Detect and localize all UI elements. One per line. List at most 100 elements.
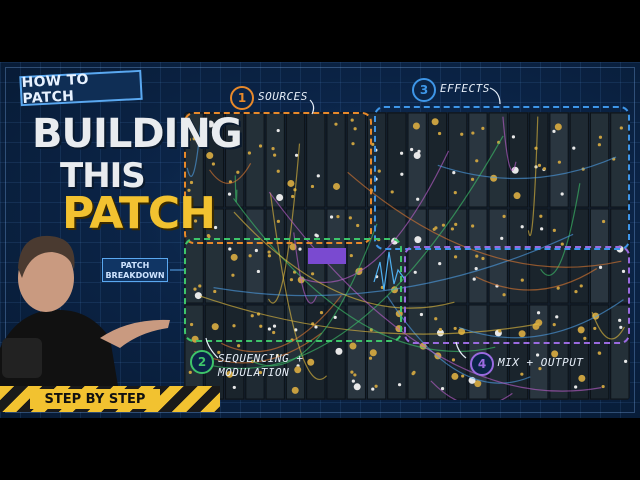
zone-sources xyxy=(184,112,372,244)
module-knob xyxy=(356,223,360,228)
patch-cable xyxy=(233,211,455,309)
thumbnail-canvas: 1 SOURCES 3 EFFECTS 2 SEQUENCING + MODUL… xyxy=(0,62,640,418)
module-knob xyxy=(377,169,381,173)
module-knob xyxy=(551,350,559,358)
module-knob xyxy=(211,323,219,331)
module-knob xyxy=(315,234,319,238)
module-knob xyxy=(474,267,478,271)
zone-mix-output xyxy=(404,246,630,344)
patch-cable xyxy=(199,295,540,335)
patch-cable xyxy=(458,299,624,339)
module-panel xyxy=(549,304,569,400)
module-panel xyxy=(427,304,448,400)
module-knob xyxy=(451,372,459,380)
patch-cable xyxy=(267,143,301,304)
module-knob xyxy=(349,253,353,258)
microphone xyxy=(2,338,42,378)
title-line-2: THIS xyxy=(60,156,146,196)
patch-cable xyxy=(347,171,622,268)
patch-cable xyxy=(527,116,539,237)
module-knob xyxy=(298,247,302,251)
module-knob xyxy=(413,152,421,160)
module-knob xyxy=(228,247,232,251)
module-panel xyxy=(529,112,549,208)
module-panel xyxy=(407,304,427,400)
module-knob xyxy=(621,269,626,273)
module-knob xyxy=(397,383,402,387)
module-knob xyxy=(535,353,540,357)
title-line-3: PATCH xyxy=(62,188,216,239)
section-4-number: 4 xyxy=(470,352,494,376)
patch-cable xyxy=(210,135,504,370)
arrow-sources xyxy=(309,99,315,115)
module-knob xyxy=(368,356,373,360)
module-knob xyxy=(287,179,295,187)
modular-rack xyxy=(184,112,630,400)
module-knob xyxy=(419,312,424,317)
module-knob xyxy=(470,177,475,181)
module-knob xyxy=(351,142,355,146)
module-knob xyxy=(236,170,240,174)
module-knob xyxy=(310,184,315,189)
module-knob xyxy=(187,188,191,192)
module-knob xyxy=(371,387,375,391)
module-knob xyxy=(577,326,585,334)
frame-border xyxy=(5,67,635,413)
module-knob xyxy=(475,254,479,258)
module-knob xyxy=(557,160,561,164)
module-knob xyxy=(579,284,583,288)
module-knob xyxy=(353,383,361,391)
module-panel xyxy=(346,208,366,304)
module-knob xyxy=(227,192,232,196)
module-knob xyxy=(237,344,241,348)
section-1-number: 1 xyxy=(230,86,254,110)
module-knob xyxy=(431,118,439,126)
module-knob xyxy=(411,372,415,376)
module-knob xyxy=(598,265,603,269)
module-knob xyxy=(254,248,258,253)
patch-cable xyxy=(502,116,517,171)
module-knob xyxy=(350,370,354,374)
patch-breakdown-callout: PATCH BREAKDOWN xyxy=(102,258,168,282)
module-knob xyxy=(211,162,216,166)
module-knob xyxy=(593,326,597,331)
section-1-label: SOURCES xyxy=(258,90,308,103)
module-knob xyxy=(474,380,482,388)
module-panel xyxy=(610,304,630,400)
module-knob xyxy=(500,236,504,240)
module-knob xyxy=(432,227,436,231)
module-knob xyxy=(333,182,341,190)
module-knob xyxy=(453,191,457,195)
module-knob xyxy=(271,146,275,151)
module-knob xyxy=(400,172,404,176)
patch-cable xyxy=(591,311,625,340)
module-knob xyxy=(511,135,516,139)
module-knob xyxy=(291,386,299,394)
module-panel xyxy=(387,112,407,208)
module-knob xyxy=(583,336,587,340)
module-knob xyxy=(231,273,235,277)
module-knob xyxy=(438,261,442,266)
module-knob xyxy=(194,292,202,300)
module-knob xyxy=(460,132,464,136)
module-knob xyxy=(574,385,578,389)
arrow-overlay xyxy=(170,87,501,359)
patch-cable xyxy=(221,294,342,353)
section-3-number: 3 xyxy=(412,78,436,102)
module-knob xyxy=(248,254,252,258)
module-knob xyxy=(436,329,444,337)
module-knob xyxy=(348,216,352,220)
module-knob xyxy=(276,219,280,223)
module-knob xyxy=(335,347,343,355)
module-knob xyxy=(438,327,442,332)
module-knob xyxy=(471,131,475,135)
module-knob xyxy=(417,149,421,153)
module-panel xyxy=(589,208,610,304)
module-knob xyxy=(267,250,271,254)
module-knob xyxy=(336,215,340,219)
module-knob xyxy=(258,144,263,148)
how-to-patch-badge: HOW TO PATCH xyxy=(19,69,143,107)
module-knob xyxy=(450,227,455,231)
patch-cable xyxy=(233,198,496,353)
